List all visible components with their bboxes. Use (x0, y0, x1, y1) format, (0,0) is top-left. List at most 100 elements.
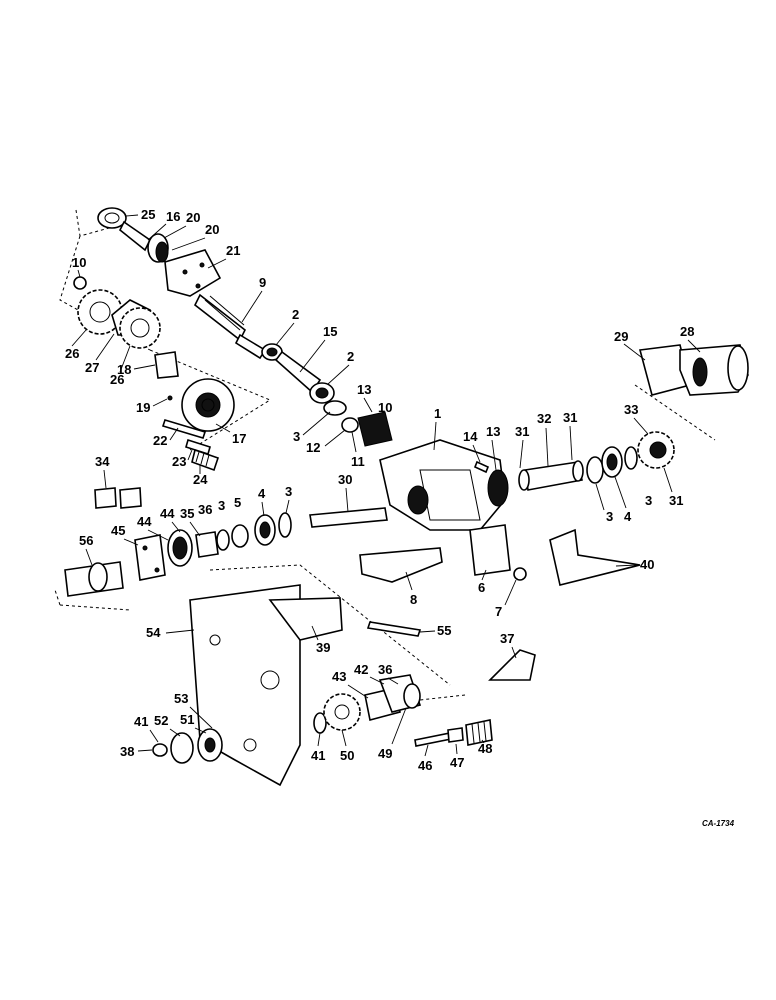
part-3-ring (323, 400, 347, 416)
callout-34: 34 (95, 454, 110, 469)
callout-3-b: 3 (285, 484, 292, 499)
callout-33: 33 (624, 402, 638, 417)
drawing-code: CA-1734 (702, 819, 735, 828)
part-3-ring-mid (278, 512, 292, 538)
part-8-bracket (359, 547, 443, 583)
callout-35: 35 (180, 506, 194, 521)
part-41-washer (313, 712, 327, 734)
callout-7: 7 (495, 604, 502, 619)
callout-2-lower: 2 (347, 349, 354, 364)
part-6-plate (469, 524, 511, 576)
part-30-shaft (309, 507, 388, 528)
callout-19: 19 (136, 400, 150, 415)
part-9-spline-shaft (193, 293, 247, 342)
part-52-plate (170, 732, 194, 764)
callout-43: 43 (332, 669, 346, 684)
callout-51: 51 (180, 712, 194, 727)
part-19-pin (167, 395, 173, 401)
callout-41-a: 41 (134, 714, 148, 729)
part-10-bevel-gear (357, 411, 393, 447)
callout-5: 5 (234, 495, 241, 510)
part-34-bushing (94, 487, 117, 509)
callout-36-a: 36 (198, 502, 212, 517)
callout-41-b: 41 (311, 748, 325, 763)
callout-12: 12 (306, 440, 320, 455)
callout-16: 16 (166, 209, 180, 224)
part-45-flange (134, 534, 166, 581)
callout-20-a: 20 (186, 210, 200, 225)
part-18-pin (154, 351, 179, 379)
part-22-bolt (161, 419, 207, 439)
callout-1: 1 (434, 406, 441, 421)
callout-23: 23 (172, 454, 186, 469)
callout-2-upper: 2 (292, 307, 299, 322)
part-25-eye-bolt (97, 207, 127, 229)
callout-50: 50 (340, 748, 354, 763)
callout-9: 9 (259, 275, 266, 290)
part-7-ball (513, 567, 527, 581)
part-49-collar (403, 683, 421, 709)
part-40-shield (549, 528, 641, 586)
callout-55: 55 (437, 623, 451, 638)
callout-13-a: 13 (357, 382, 371, 397)
plates-and-brackets (189, 524, 641, 787)
part-3-ring-right (586, 456, 604, 484)
callout-48: 48 (478, 741, 492, 756)
callout-27: 27 (85, 360, 99, 375)
dashed-group-lines (54, 209, 716, 701)
callout-10-b: 10 (378, 400, 392, 415)
callout-56: 56 (79, 533, 93, 548)
callout-54: 54 (146, 625, 161, 640)
callout-6: 6 (478, 580, 485, 595)
callout-3-a: 3 (293, 429, 300, 444)
callout-26-a: 26 (65, 346, 79, 361)
callout-44-a: 44 (137, 514, 152, 529)
callout-46: 46 (418, 758, 432, 773)
callout-40: 40 (640, 557, 654, 572)
part-39-bracket (268, 597, 343, 641)
callout-31-c: 31 (669, 493, 683, 508)
callout-4-a: 4 (258, 486, 266, 501)
part-38-nut (152, 743, 168, 757)
callout-38: 38 (120, 744, 134, 759)
part-5-seal (231, 524, 249, 548)
part-10-nut (73, 276, 87, 290)
callout-31-b: 31 (563, 410, 577, 425)
part-11-washer (341, 417, 359, 433)
callout-52: 52 (154, 713, 168, 728)
part-21-flange (164, 249, 222, 297)
callout-29: 29 (614, 329, 628, 344)
callout-13-b: 13 (486, 424, 500, 439)
callout-11: 11 (351, 454, 365, 469)
part-1-housing (379, 439, 506, 531)
part-55-strap (366, 621, 422, 637)
part-16-bushing (118, 220, 152, 252)
part-47-spacer (447, 727, 464, 743)
part-14-key (473, 460, 490, 474)
callout-53: 53 (174, 691, 188, 706)
part-37-bracket (488, 649, 536, 681)
callout-24: 24 (193, 472, 208, 487)
right-assembly (586, 344, 749, 484)
callout-44-b: 44 (160, 506, 175, 521)
upper-shaft-assembly (97, 207, 393, 447)
callout-30: 30 (338, 472, 352, 487)
callout-32: 32 (537, 411, 551, 426)
callout-3-c: 3 (218, 498, 225, 513)
part-46-bolt (414, 732, 452, 747)
callout-22: 22 (153, 433, 167, 448)
callout-42: 42 (354, 662, 368, 677)
callout-21: 21 (226, 243, 240, 258)
part-13-gear-right (487, 469, 509, 507)
callout-8: 8 (410, 592, 417, 607)
callout-10-a: 10 (72, 255, 86, 270)
callout-36-b: 36 (378, 662, 392, 677)
callout-45: 45 (111, 523, 125, 538)
callout-labels: 1 2 2 3 3 3 3 3 4 4 5 6 7 8 9 10 10 11 1… (65, 207, 701, 773)
lower-idler-assembly (152, 674, 493, 764)
callout-20-b: 20 (205, 222, 219, 237)
part-24-spring (191, 448, 220, 472)
callout-4-b: 4 (624, 509, 632, 524)
